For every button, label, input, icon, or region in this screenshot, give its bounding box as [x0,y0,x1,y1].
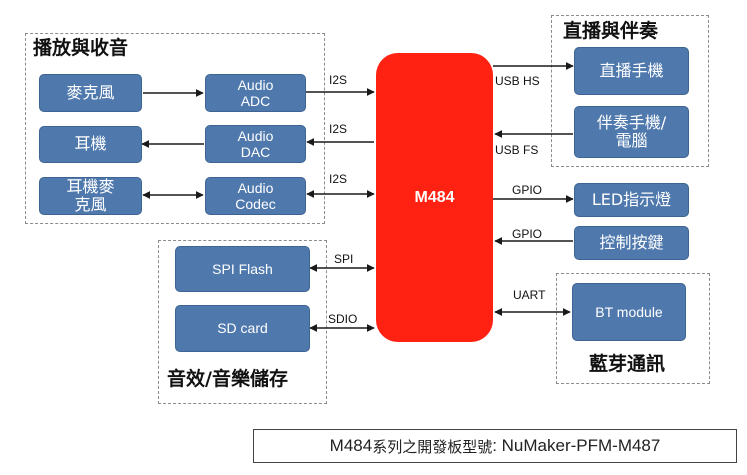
earphone-block: 耳機 [39,126,142,163]
gpio-buttons-label: GPIO [512,227,543,241]
i2s-codec-label: I2S [329,172,348,186]
uart-label: UART [513,288,546,302]
bt-group-title: 藍芽通訊 [589,353,666,375]
bt-module-block: BT module [572,283,686,341]
spi-flash-block: SPI Flash [175,246,310,292]
i2s-adc-label: I2S [329,73,348,87]
sdio-label: SDIO [328,312,358,326]
footer-series-text: 系列之開發板型號 [372,437,493,456]
footer-model-prefix: M484 [329,436,373,455]
headset-mic-block: 耳機麥 克風 [39,177,142,215]
audio-group-title: 播放與收音 [33,37,129,59]
led-indicator-block: LED指示燈 [574,183,689,217]
mic-block: 麥克風 [39,74,142,112]
spi-label: SPI [334,252,354,266]
audio-group [25,33,325,224]
control-buttons-block: 控制按鍵 [574,226,689,260]
i2s-dac-label: I2S [329,122,348,136]
live-group-title: 直播與伴奏 [563,20,659,42]
usb-fs-label: USB FS [495,143,539,157]
accompaniment-device-block: 伴奏手機/ 電腦 [574,106,689,158]
storage-group-title: 音效/音樂儲存 [167,368,288,390]
gpio-led-label: GPIO [512,183,543,197]
bt-group [556,273,710,384]
audio-dac-block: Audio DAC [205,125,306,163]
audio-codec-block: Audio Codec [205,177,306,215]
sd-card-block: SD card [175,305,310,352]
m484-mcu-block: M484 [376,53,493,342]
usb-hs-label: USB HS [495,74,540,88]
live-phone-block: 直播手機 [574,47,689,95]
live-group [551,15,709,167]
storage-group [158,240,327,404]
footer-board-name: : NuMaker-PFM-M487 [492,436,661,455]
audio-adc-block: Audio ADC [205,74,306,112]
